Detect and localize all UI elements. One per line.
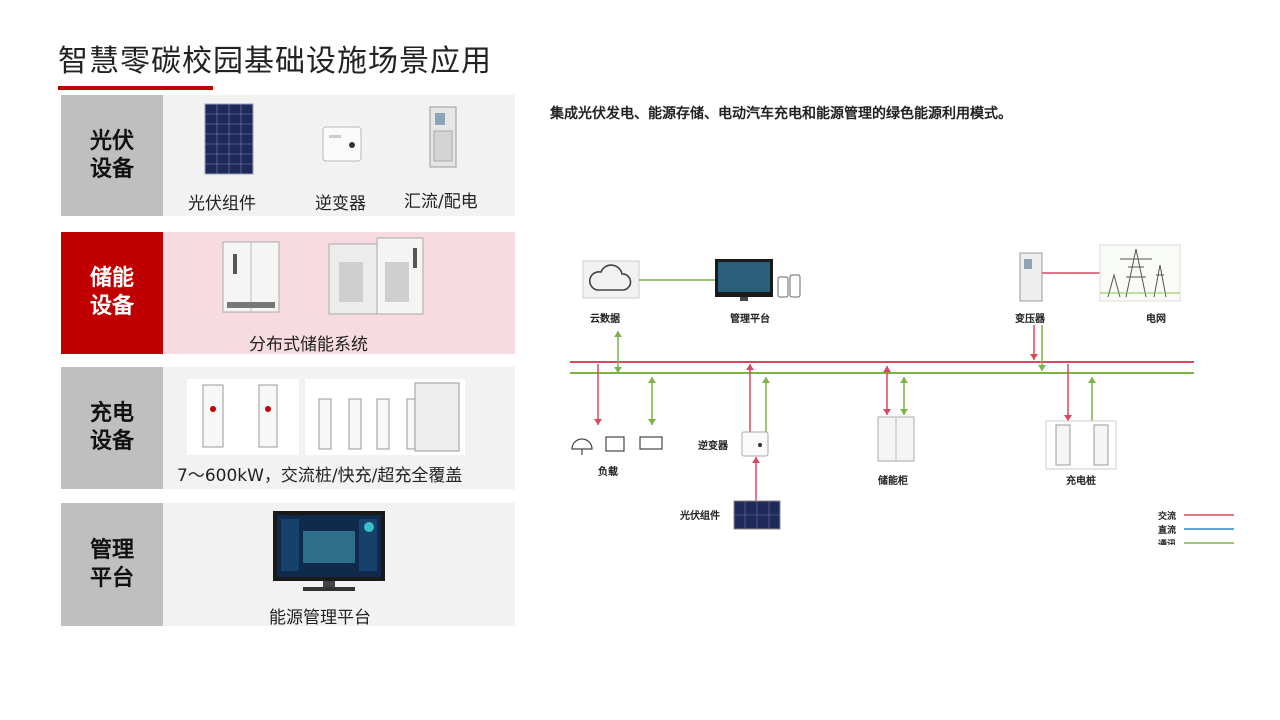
panel-pv: 光伏组件 逆变器 汇流/配电 xyxy=(163,95,515,216)
label-platform: 管理平台 xyxy=(730,312,770,325)
panel-platform: 能源管理平台 xyxy=(163,503,515,628)
label-storage: 储能柜 xyxy=(877,474,908,487)
category-platform[interactable]: 管理平台 xyxy=(61,503,163,626)
row-management-platform: 管理平台 能源管理平台 xyxy=(61,503,515,628)
panel-charging: 7～600kW，交流桩/快充/超充全覆盖 xyxy=(163,367,515,489)
charging-equipment-images xyxy=(187,379,465,455)
distribution-cabinet-image xyxy=(429,106,457,168)
legend-label-ac: 交流 xyxy=(1158,510,1176,522)
item-pv-module: 光伏组件 xyxy=(188,194,256,214)
category-storage-line2: 设备 xyxy=(89,294,134,319)
platform-node xyxy=(715,259,801,301)
item-energy-platform: 能源管理平台 xyxy=(269,608,371,628)
cloud-node xyxy=(582,260,640,299)
inverter-node xyxy=(741,431,769,457)
item-combiner: 汇流/配电 xyxy=(404,192,478,212)
headline-text: 集成光伏发电、能源存储、电动汽车充电和能源管理的绿色能源利用模式。 xyxy=(550,106,1012,122)
label-load: 负载 xyxy=(598,465,618,478)
legend: 交流 直流 通讯 xyxy=(1158,510,1234,545)
category-charging[interactable]: 充电设备 xyxy=(61,367,163,489)
dc-charger-image xyxy=(202,384,278,448)
legend-label-dc: 直流 xyxy=(1158,524,1176,536)
category-pv[interactable]: 光伏设备 xyxy=(61,95,163,216)
pv-module-node xyxy=(733,500,781,530)
page-title: 智慧零碳校园基础设施场景应用 xyxy=(58,44,492,79)
category-pv-line2: 设备 xyxy=(89,156,134,182)
label-pv: 光伏组件 xyxy=(679,509,720,522)
title-underline xyxy=(58,86,213,90)
inverter-image xyxy=(322,126,362,162)
panel-storage: 分布式储能系统 xyxy=(163,232,515,355)
charger-node xyxy=(1045,420,1117,470)
category-charging-line2: 设备 xyxy=(89,429,134,454)
solar-panel-image xyxy=(204,103,254,175)
item-distributed-storage: 分布式储能系统 xyxy=(249,335,368,355)
cloud-icon xyxy=(588,264,632,291)
category-platform-line1: 管理 xyxy=(89,537,134,563)
platform-monitor-image xyxy=(273,511,385,591)
load-node xyxy=(571,436,663,455)
air-conditioner-icon xyxy=(639,436,663,450)
storage-cabinet-image xyxy=(222,241,280,313)
lamp-icon xyxy=(571,438,593,450)
category-pv-line1: 光伏 xyxy=(89,128,134,154)
row-charging-equipment: 充电设备 7～600kW，交流桩/快充/超充全覆盖 xyxy=(61,367,515,489)
category-charging-line1: 充电 xyxy=(89,401,134,426)
item-inverter: 逆变器 xyxy=(315,194,366,214)
row-pv-equipment: 光伏设备 光伏组件 逆变器 汇流 xyxy=(61,95,515,216)
heater-icon xyxy=(605,436,625,452)
energy-system-diagram: 云数据 管理平台 变压器 电网 xyxy=(570,244,1234,545)
row-storage-equipment: 储能设备 分布式储能系统 xyxy=(61,232,515,355)
storage-node xyxy=(877,416,915,462)
category-storage-line1: 储能 xyxy=(89,266,134,291)
item-charging-range: 7～600kW，交流桩/快充/超充全覆盖 xyxy=(177,466,463,486)
storage-cluster-image xyxy=(328,237,424,315)
label-grid: 电网 xyxy=(1146,312,1166,325)
label-inverter: 逆变器 xyxy=(698,439,729,452)
ac-charger-image xyxy=(318,382,460,452)
label-transformer: 变压器 xyxy=(1015,312,1046,325)
legend-label-comm: 通讯 xyxy=(1158,538,1176,545)
storage-equipment-images xyxy=(222,237,424,315)
pv-equipment-images xyxy=(204,103,457,175)
grid-node xyxy=(1099,244,1181,302)
category-storage[interactable]: 储能设备 xyxy=(61,232,163,354)
label-charger: 充电桩 xyxy=(1066,474,1096,487)
category-platform-line2: 平台 xyxy=(89,565,134,591)
label-cloud: 云数据 xyxy=(590,312,620,325)
transformer-node xyxy=(1019,252,1043,302)
